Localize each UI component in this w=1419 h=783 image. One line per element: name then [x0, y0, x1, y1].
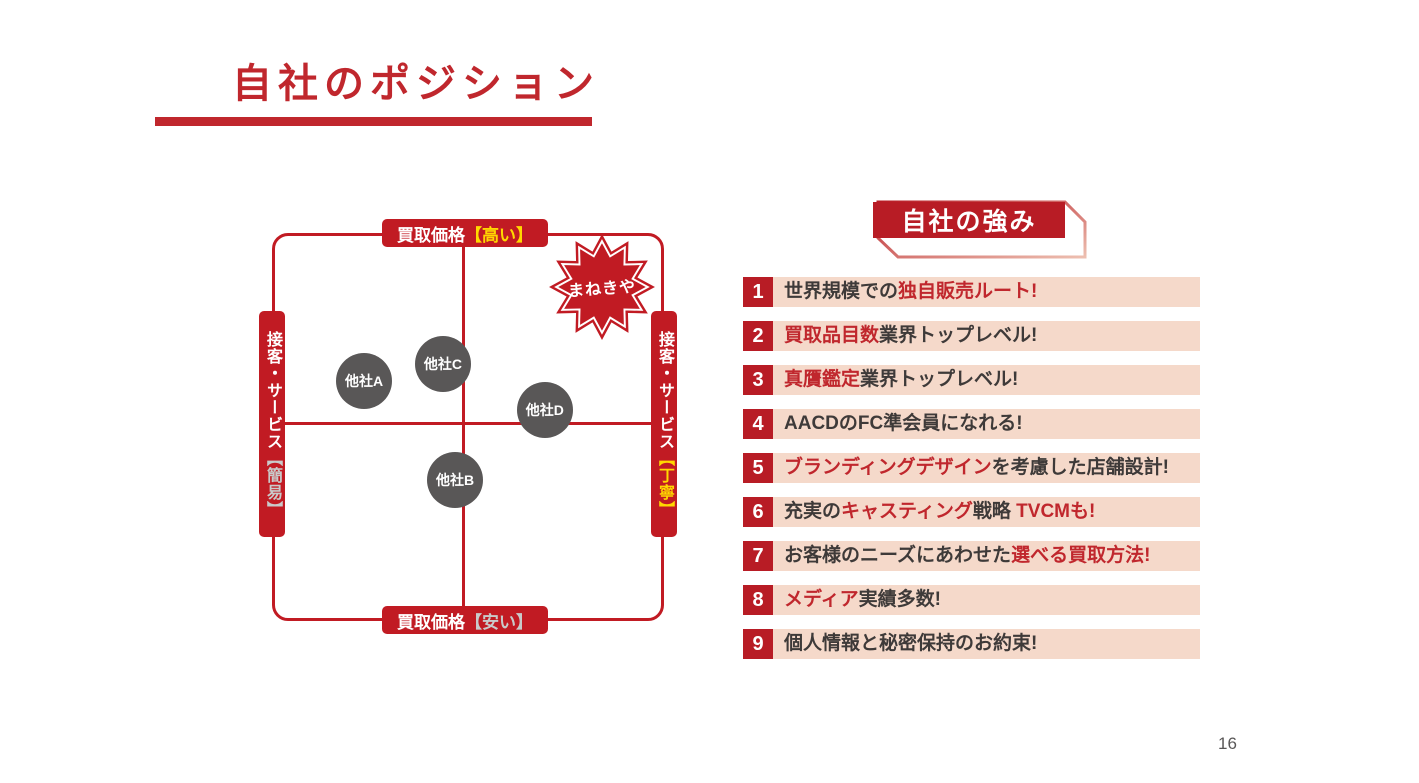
axis-label-price-low: 買取価格【安い】 — [382, 606, 548, 634]
strengths-banner-ribbon-icon — [873, 200, 1087, 259]
axis-label-bracket: 【丁寧】 — [656, 449, 673, 518]
matrix-vertical-axis — [462, 236, 465, 618]
strength-text: 買取品目数業界トップレベル! — [773, 321, 1200, 351]
strength-number: 1 — [743, 277, 773, 307]
axis-label-service-polite: 接客・サービス【丁寧】 — [651, 311, 677, 537]
strengths-heading: 自社の強み — [901, 208, 1037, 236]
axis-label-text: 買取価格 — [397, 612, 465, 632]
axis-label-bracket: 【簡易】 — [264, 449, 281, 518]
axis-label-service-simple: 接客・サービス【簡易】 — [259, 311, 285, 537]
strength-number: 9 — [743, 629, 773, 659]
strength-text: メディア実績多数! — [773, 585, 1200, 615]
competitor-circle: 他社B — [427, 452, 484, 509]
axis-label-price-high: 買取価格【高い】 — [382, 219, 548, 247]
matrix-plot-area: 他社A 他社C 他社D 他社B まねきや — [272, 233, 664, 621]
self-company-marker: まねきや — [546, 231, 658, 343]
strength-text: お客様のニーズにあわせた選べる買取方法! — [773, 541, 1200, 571]
axis-label-text: 接客・サービス — [656, 330, 673, 450]
axis-label-bracket: 【高い】 — [465, 225, 533, 245]
strength-number: 4 — [743, 409, 773, 439]
competitor-circle: 他社A — [336, 352, 393, 409]
page-title: 自社のポジション — [232, 62, 600, 106]
matrix-horizontal-axis — [275, 422, 661, 425]
strength-text: 真贋鑑定業界トップレベル! — [773, 365, 1200, 395]
strength-text: AACDのFC準会員になれる! — [773, 409, 1200, 439]
axis-label-text: 買取価格 — [397, 225, 465, 245]
title-underline — [155, 117, 592, 126]
axis-label-bracket: 【安い】 — [465, 612, 533, 632]
strength-number: 5 — [743, 453, 773, 483]
competitor-circle: 他社C — [414, 336, 471, 393]
strength-number: 2 — [743, 321, 773, 351]
axis-label-text: 接客・サービス — [264, 330, 281, 450]
strength-text: 充実のキャスティング戦略 TVCMも! — [773, 497, 1200, 527]
starburst-icon — [549, 233, 656, 340]
strength-text: 世界規模での独自販売ルート! — [773, 277, 1200, 307]
strength-text: 個人情報と秘密保持のお約束! — [773, 629, 1200, 659]
strength-number: 6 — [743, 497, 773, 527]
self-company-label: まねきや — [567, 278, 637, 301]
page-number: 16 — [1218, 734, 1237, 753]
competitor-circle: 他社D — [516, 381, 573, 438]
strength-number: 3 — [743, 365, 773, 395]
strength-number: 8 — [743, 585, 773, 615]
strength-text: ブランディングデザインを考慮した店舗設計! — [773, 453, 1200, 483]
strength-number: 7 — [743, 541, 773, 571]
